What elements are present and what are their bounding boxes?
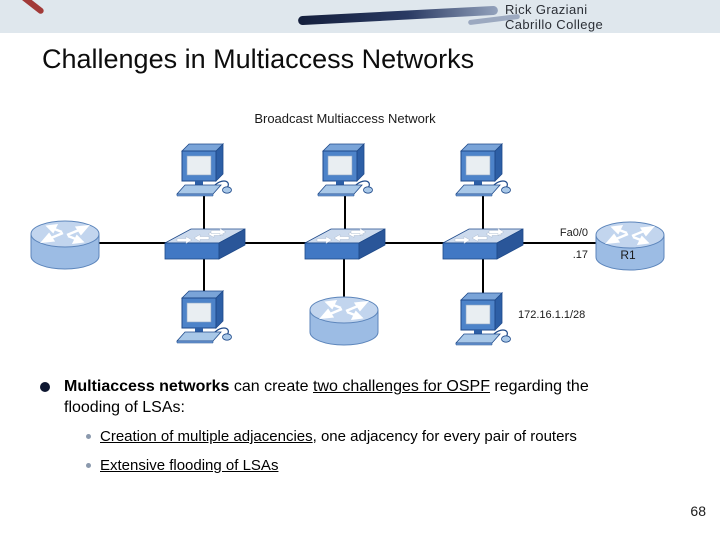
- network-diagram: Fa0/0 .17 R1 172.16.1.1/28: [29, 143, 666, 347]
- pc-icon-top-1: [176, 143, 233, 197]
- network-address-label: 172.16.1.1/28: [518, 309, 585, 321]
- underlined-segment: two challenges for OSPF: [313, 378, 490, 395]
- router-icon-bottom: [308, 295, 380, 347]
- sub-bullet-icon: [86, 434, 91, 439]
- red-cable-icon: [19, 0, 45, 15]
- plain-segment: , one adjacency for every pair of router…: [312, 428, 577, 445]
- bold-segment: Multiaccess networks: [64, 378, 230, 395]
- router-icon-left: [29, 219, 101, 271]
- plain-segment-tail: regarding the: [489, 378, 589, 395]
- sub-bullet-2: Extensive flooding of LSAs: [100, 457, 680, 474]
- switch-icon-1: [164, 228, 246, 260]
- underlined-segment: Creation of multiple adjacencies: [100, 428, 313, 445]
- bullet-icon: [40, 382, 50, 392]
- page-title: Challenges in Multiaccess Networks: [42, 44, 475, 74]
- page-number: 68: [690, 503, 706, 519]
- sub-bullet-icon: [86, 463, 91, 468]
- router-icon-r1: [594, 220, 666, 272]
- banner-photo-image: [0, 0, 720, 33]
- main-bullet-line1: Multiaccess networks can create two chal…: [64, 376, 670, 397]
- header-banner: Rick Graziani Cabrillo College: [0, 0, 720, 33]
- interface-label: Fa0/0: [560, 227, 588, 239]
- main-bullet-text: Multiaccess networks can create two chal…: [64, 376, 670, 418]
- author-name: Rick Graziani: [505, 2, 588, 17]
- switch-icon-3: [442, 228, 524, 260]
- underlined-segment: Extensive flooding of LSAs: [100, 457, 279, 474]
- sub-bullet-1: Creation of multiple adjacencies, one ad…: [100, 428, 680, 445]
- author-credit: Rick Graziani Cabrillo College: [505, 2, 603, 32]
- pc-icon-bottom-1: [176, 290, 233, 344]
- author-college: Cabrillo College: [505, 17, 604, 32]
- router-name-label: R1: [620, 248, 636, 262]
- main-bullet-line2: flooding of LSAs:: [64, 399, 185, 416]
- diagram-caption: Broadcast Multiaccess Network: [254, 111, 436, 126]
- pc-icon-top-3: [455, 143, 512, 197]
- pc-icon-bottom-2: [455, 292, 512, 346]
- switch-icon-2: [304, 228, 386, 260]
- host-octet-label: .17: [573, 249, 588, 261]
- plain-segment: can create: [229, 378, 314, 395]
- pc-icon-top-2: [317, 143, 374, 197]
